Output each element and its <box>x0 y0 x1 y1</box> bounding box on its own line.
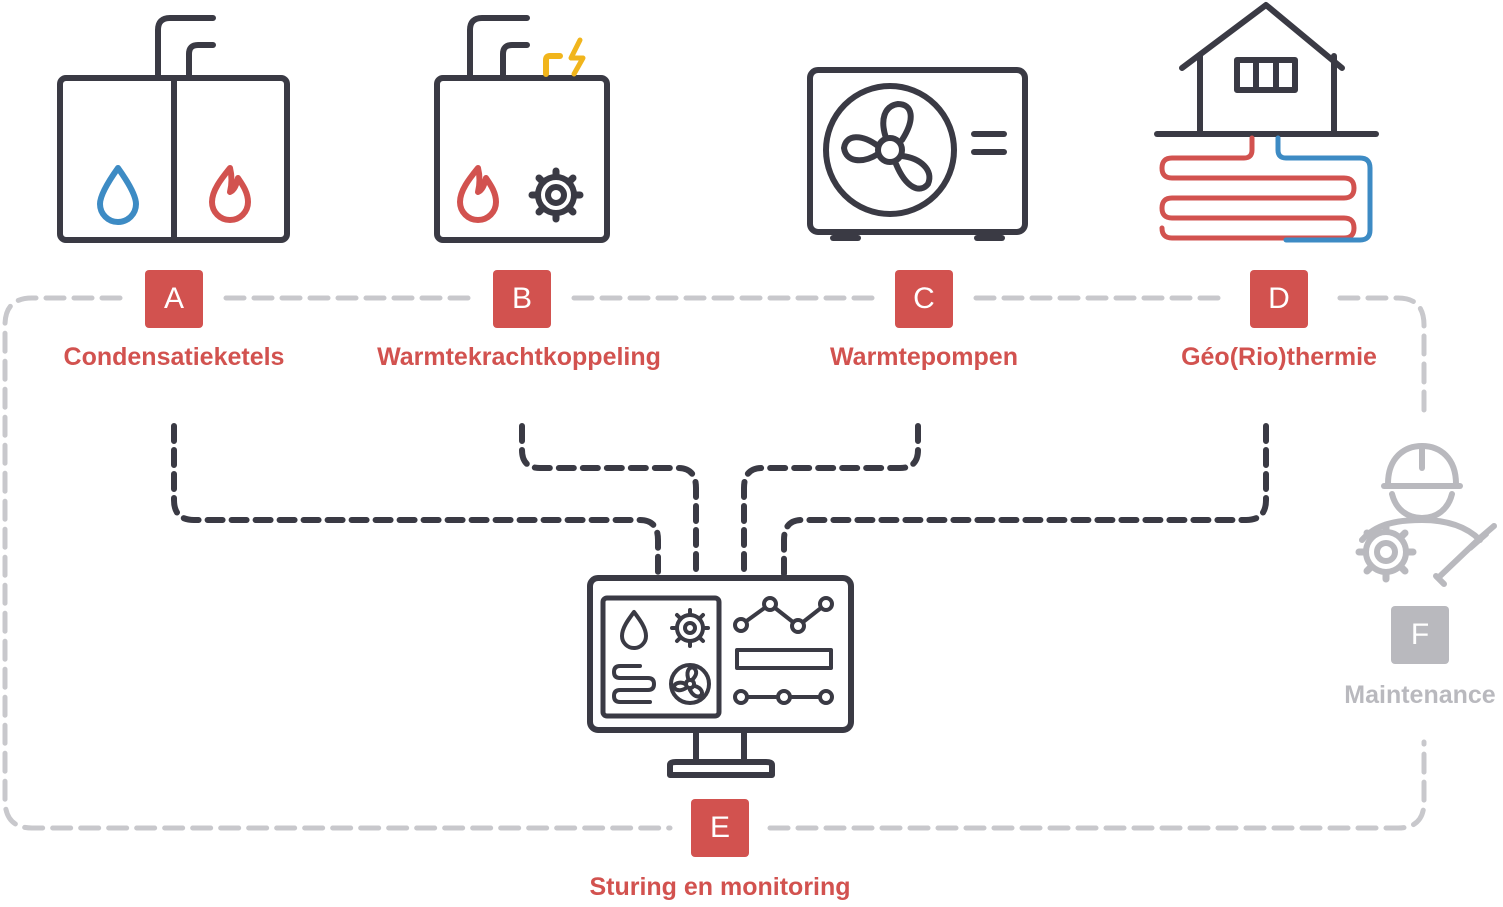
label-maintenance: Maintenance <box>1344 681 1496 709</box>
flame-icon <box>457 165 499 223</box>
ground-loop-blue <box>1275 135 1373 243</box>
technician-icon <box>1355 443 1497 587</box>
badge-b: B <box>493 270 551 328</box>
maintenance-loop <box>2 295 1427 831</box>
coil-icon <box>612 664 656 704</box>
badge-d: D <box>1250 270 1308 328</box>
label-warmtekrachtkoppeling: Warmtekrachtkoppeling <box>377 343 661 371</box>
flame-icon <box>620 610 648 650</box>
gear-icon <box>1355 521 1417 583</box>
lightning-icon <box>543 53 563 77</box>
chp-unit-icon <box>434 15 610 243</box>
ground-loop-red-return <box>1159 225 1287 241</box>
label-warmtepompen: Warmtepompen <box>830 343 1018 371</box>
badge-a: A <box>145 270 203 328</box>
label-condensatieketels: Condensatieketels <box>63 343 285 371</box>
screwdriver-icon <box>1433 523 1497 587</box>
geothermal-house-icon <box>1154 2 1379 243</box>
control-connectors <box>171 423 1269 579</box>
badge-c: C <box>895 270 953 328</box>
gear-icon <box>528 167 584 223</box>
water-drop-icon <box>97 165 139 225</box>
ground-loop-red <box>1159 135 1357 241</box>
monitoring-screen-icon <box>587 575 854 778</box>
badge-e: E <box>691 799 749 857</box>
gear-icon <box>670 608 710 648</box>
fan-icon <box>669 663 711 705</box>
condensing-boiler-icon <box>57 15 290 243</box>
flame-icon <box>209 165 251 223</box>
label-geothermie: Géo(Rio)thermie <box>1181 343 1377 371</box>
heat-pump-icon <box>807 67 1028 241</box>
badge-f: F <box>1391 606 1449 664</box>
lightning-bolt-icon <box>568 37 586 77</box>
label-sturing-en-monitoring: Sturing en monitoring <box>589 873 851 901</box>
